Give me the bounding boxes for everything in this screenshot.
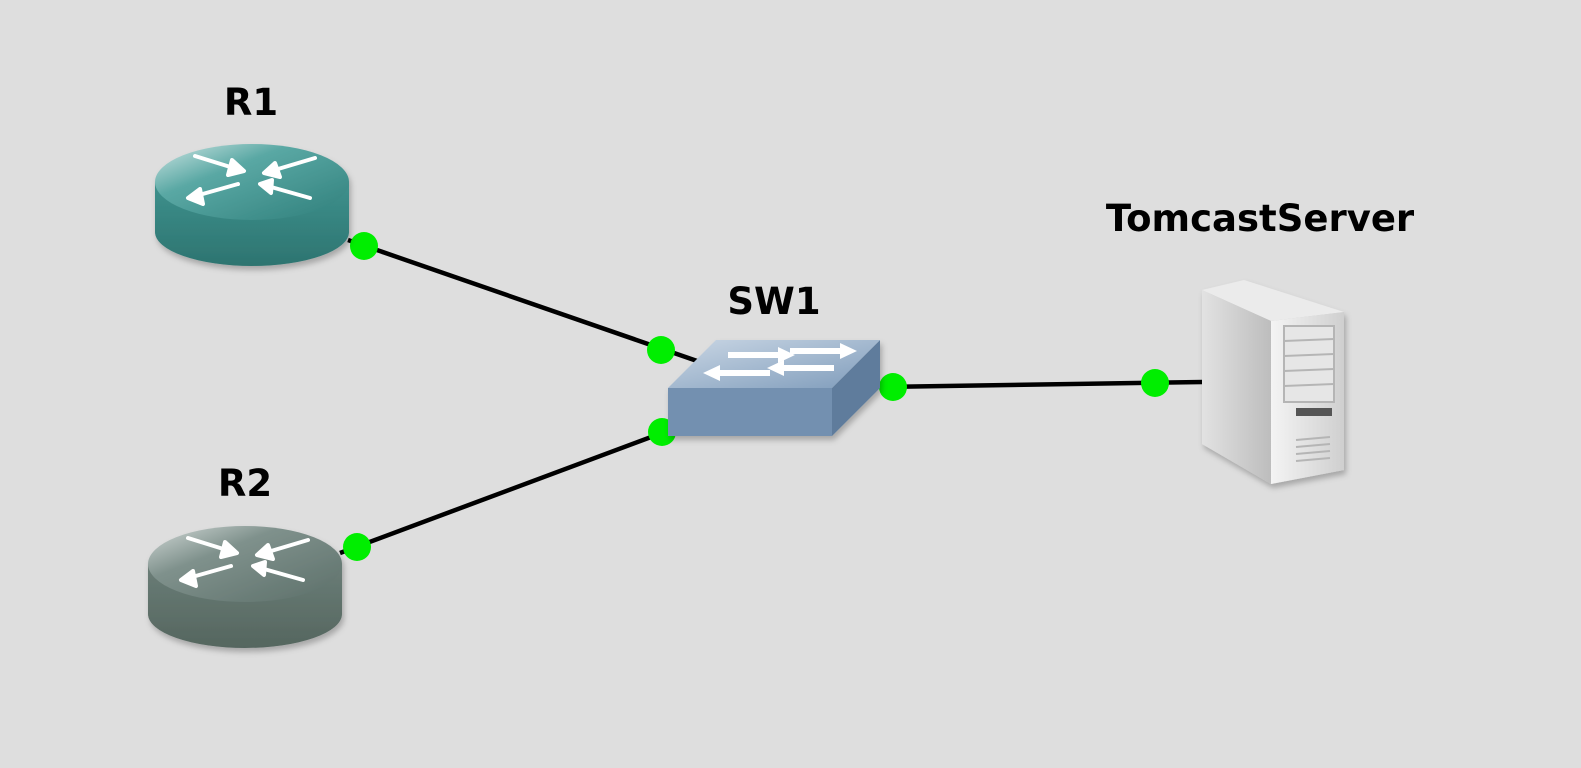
link-line[interactable]: [339, 424, 679, 556]
router-icon: [148, 526, 342, 648]
node-label: R2: [218, 462, 272, 505]
link-line[interactable]: [347, 237, 701, 365]
router-icon: [155, 144, 349, 266]
link-status-indicator: [879, 373, 907, 401]
node-label: TomcastServer: [1106, 197, 1415, 240]
node-sw1[interactable]: SW1: [668, 280, 880, 436]
link-r2-sw1[interactable]: [339, 418, 679, 561]
link-sw1-server[interactable]: [879, 369, 1204, 401]
node-r2[interactable]: R2: [148, 462, 342, 648]
link-status-indicator: [343, 533, 371, 561]
link-status-indicator: [647, 336, 675, 364]
node-tomcastserver[interactable]: TomcastServer: [1106, 197, 1415, 484]
link-r1-sw1[interactable]: [347, 232, 701, 365]
node-r1[interactable]: R1: [155, 81, 349, 266]
switch-icon: [668, 340, 880, 436]
link-status-indicator: [350, 232, 378, 260]
link-status-indicator: [1141, 369, 1169, 397]
node-label: SW1: [727, 280, 820, 323]
node-label: R1: [224, 81, 278, 124]
server-icon: [1202, 280, 1344, 484]
